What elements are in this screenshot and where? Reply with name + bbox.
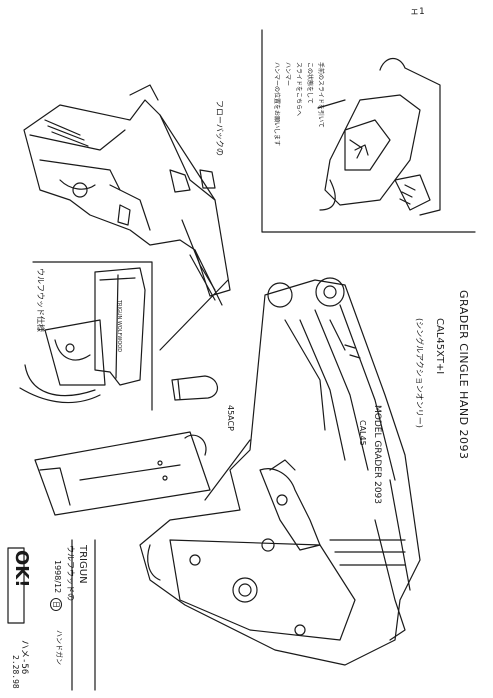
top-note-line-2: この状態をして <box>306 62 313 104</box>
slide-model-text: MODEL GRADER 2093 <box>372 405 382 504</box>
ok-stamp: OK! <box>11 550 32 588</box>
top-note-line-5: ハンマーの位置をお願いします <box>273 62 280 147</box>
stamp-box <box>7 539 96 691</box>
stamp-circled: 日 <box>50 598 62 611</box>
top-note-line-3: スライドをこちらへ <box>295 62 302 117</box>
left-panel-label: ウルフウッド仕様 <box>36 268 45 332</box>
cartridge-drawing <box>171 375 218 401</box>
slide-engraving: TRIGUN WOLFWOOD <box>116 300 122 353</box>
stamp-trigun: TRIGUN <box>77 545 88 584</box>
slide-label: フローバックの <box>215 100 224 156</box>
slide-cal-text: CAL45 <box>358 420 367 446</box>
top-note-line-1: 手前のスライドを引いて <box>317 62 324 128</box>
top-note-line-4: ハンマー <box>284 62 291 87</box>
top-right-panel-frame <box>261 29 476 233</box>
stamp-handgun: ハンドガン <box>55 630 63 665</box>
corner-mark: ェ1 <box>410 7 425 17</box>
title-line-1: GRADER CINGLE HAND 2093 <box>457 290 470 460</box>
pistol-top-view-drawing <box>23 84 231 306</box>
pistol-main-view-drawing <box>139 277 421 666</box>
hammer-detail-drawing <box>317 57 441 216</box>
sheet-id: ハメ-56 <box>19 640 29 675</box>
stamp-wolfwood: ウルフウッドの <box>66 545 75 601</box>
sheet-date: 2.28.98 <box>11 655 20 689</box>
left-panel-frame <box>19 261 153 411</box>
pistol-hand-view-drawing <box>24 267 146 397</box>
diagonal-divider <box>159 279 251 501</box>
title-line-3: (シングルアクションオンリー) <box>415 318 424 428</box>
magazine-drawing <box>34 431 211 516</box>
ammo-label: 45ACP <box>226 405 235 431</box>
title-line-2: CAL45XT+I <box>434 318 445 375</box>
stamp-date: 1998/12 <box>53 560 62 594</box>
